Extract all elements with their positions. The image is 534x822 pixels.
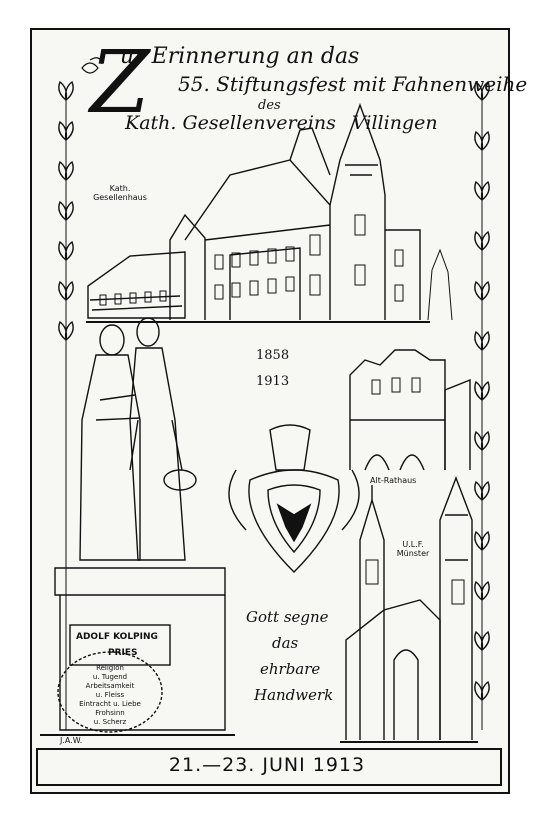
motto-line-2: das bbox=[272, 634, 299, 652]
muenster-label: U.L.F. Münster bbox=[396, 540, 430, 558]
kolping-name: ADOLF KOLPING bbox=[76, 632, 158, 642]
left-laurel-border bbox=[58, 80, 74, 730]
motto-line-1: Gott segne bbox=[246, 608, 329, 626]
virtue-line: Religion bbox=[96, 664, 124, 672]
postcard-frame bbox=[30, 28, 510, 794]
date-band bbox=[36, 748, 502, 786]
rathaus-label: Alt-Rathaus bbox=[370, 476, 417, 485]
virtue-line: Arbeitsamkeit bbox=[85, 682, 135, 690]
heading-line-4a: Kath. Gesellenvereins bbox=[125, 112, 336, 134]
virtue-line: u. Tugend bbox=[92, 673, 128, 681]
event-date: 21.—23. JUNI 1913 bbox=[168, 754, 366, 776]
virtue-line: Eintracht u. Liebe bbox=[79, 700, 141, 708]
heading-line-4b: Villingen bbox=[352, 112, 438, 134]
year-current: 1913 bbox=[256, 374, 290, 389]
title-ornament bbox=[81, 57, 103, 74]
virtue-line: u. Fleiss bbox=[95, 691, 125, 699]
gesellenhaus-label: Kath. Gesellenhaus bbox=[93, 184, 147, 202]
kolping-virtues: Religion u. Tugend Arbeitsamkeit u. Flei… bbox=[70, 664, 150, 727]
virtue-line: u. Scherz bbox=[93, 718, 127, 726]
muenster-drawing bbox=[340, 476, 478, 743]
heading-line-2: 55. Stiftungsfest mit Fahnenweihe bbox=[178, 72, 528, 96]
kolping-monument-drawing bbox=[40, 317, 235, 736]
motto-line-4: Handwerk bbox=[254, 686, 334, 704]
motto-line-3: ehrbare bbox=[260, 660, 321, 678]
heading-line-3: des bbox=[258, 98, 281, 113]
gesellenhaus-building-drawing bbox=[86, 102, 453, 323]
alt-rathaus-drawing bbox=[349, 349, 471, 471]
right-laurel-border bbox=[474, 80, 490, 730]
heading-initial: Z bbox=[90, 33, 150, 133]
artist-signature: J.A.W. bbox=[60, 736, 83, 745]
heading-line-1: ur Erinnerung an das bbox=[120, 44, 360, 69]
year-founded: 1858 bbox=[256, 348, 290, 363]
kolping-subtitle: PRIES bbox=[108, 648, 138, 658]
virtue-line: Frohsinn bbox=[95, 709, 125, 717]
coat-of-arms-drawing bbox=[228, 424, 360, 573]
